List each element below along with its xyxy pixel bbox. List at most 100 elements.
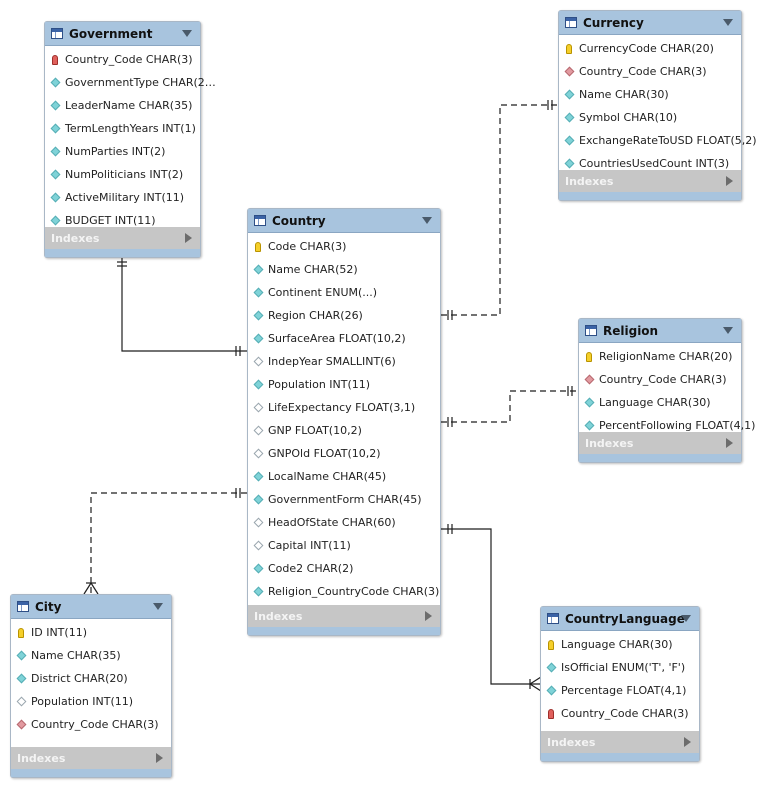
- column-row[interactable]: Region CHAR(26): [248, 304, 440, 327]
- column-row[interactable]: GNP FLOAT(10,2): [248, 419, 440, 442]
- expand-arrow-icon[interactable]: [185, 233, 192, 243]
- column-label: Country_Code CHAR(3): [561, 707, 689, 720]
- column-row[interactable]: ActiveMilitary INT(11): [45, 186, 200, 209]
- expand-arrow-icon[interactable]: [425, 611, 432, 621]
- column-row[interactable]: Code2 CHAR(2): [248, 557, 440, 580]
- column-row[interactable]: Name CHAR(52): [248, 258, 440, 281]
- column-label: Language CHAR(30): [561, 638, 673, 651]
- column-row[interactable]: Symbol CHAR(10): [559, 106, 741, 129]
- column-label: Percentage FLOAT(4,1): [561, 684, 687, 697]
- column-row[interactable]: Religion_CountryCode CHAR(3): [248, 580, 440, 603]
- column-icon: [253, 264, 264, 275]
- column-row[interactable]: BUDGET INT(11): [45, 209, 200, 232]
- column-label: SurfaceArea FLOAT(10,2): [268, 332, 406, 345]
- column-label: Country_Code CHAR(3): [599, 373, 727, 386]
- column-row[interactable]: Country_Code CHAR(3): [541, 702, 699, 725]
- column-row[interactable]: Population INT(11): [11, 690, 171, 713]
- indexes-section[interactable]: Indexes: [541, 731, 699, 753]
- column-row[interactable]: ID INT(11): [11, 621, 171, 644]
- foreign-key-icon: [584, 374, 595, 385]
- table-header[interactable]: Religion: [579, 319, 741, 343]
- column-row[interactable]: Continent ENUM(...): [248, 281, 440, 304]
- indexes-section[interactable]: Indexes: [579, 432, 741, 454]
- column-label: Country_Code CHAR(3): [579, 65, 707, 78]
- indexes-label: Indexes: [51, 231, 100, 245]
- column-row[interactable]: Capital INT(11): [248, 534, 440, 557]
- column-row[interactable]: CurrencyCode CHAR(20): [559, 37, 741, 60]
- column-row[interactable]: PercentFollowing FLOAT(4,1): [579, 414, 755, 437]
- column-row[interactable]: Country_Code CHAR(3): [11, 713, 171, 736]
- column-list: Code CHAR(3)Name CHAR(52)Continent ENUM(…: [248, 233, 440, 603]
- column-row[interactable]: Code CHAR(3): [248, 235, 440, 258]
- column-row[interactable]: NumParties INT(2): [45, 140, 200, 163]
- column-row[interactable]: ExchangeRateToUSD FLOAT(5,2): [559, 129, 757, 152]
- column-row[interactable]: ReligionName CHAR(20): [579, 345, 741, 368]
- column-row[interactable]: NumPoliticians INT(2): [45, 163, 200, 186]
- foreign-key-icon: [564, 66, 575, 77]
- table-header[interactable]: Currency: [559, 11, 741, 35]
- column-row[interactable]: TermLengthYears INT(1): [45, 117, 200, 140]
- indexes-label: Indexes: [565, 174, 614, 188]
- column-row[interactable]: CountriesUsedCount INT(3): [559, 152, 741, 175]
- column-label: PercentFollowing FLOAT(4,1): [599, 419, 756, 432]
- column-row[interactable]: SurfaceArea FLOAT(10,2): [248, 327, 440, 350]
- column-icon: [16, 650, 27, 661]
- column-row[interactable]: Name CHAR(30): [559, 83, 741, 106]
- column-icon: [253, 586, 264, 597]
- expand-arrow-icon[interactable]: [726, 176, 733, 186]
- column-row[interactable]: Language CHAR(30): [579, 391, 741, 414]
- column-row[interactable]: HeadOfState CHAR(60): [248, 511, 440, 534]
- indexes-section[interactable]: Indexes: [11, 747, 171, 769]
- column-row[interactable]: Percentage FLOAT(4,1): [541, 679, 699, 702]
- column-label: ReligionName CHAR(20): [599, 350, 733, 363]
- table-header[interactable]: City: [11, 595, 171, 619]
- table-name: Country: [272, 213, 326, 228]
- column-row[interactable]: IsOfficial ENUM('T', 'F'): [541, 656, 699, 679]
- table-header[interactable]: CountryLanguage: [541, 607, 699, 631]
- column-row[interactable]: Language CHAR(30): [541, 633, 699, 656]
- column-list: Country_Code CHAR(3) GovernmentType CHAR(…: [45, 46, 216, 232]
- column-row[interactable]: LeaderName CHAR(35): [45, 94, 200, 117]
- table-menu-chevron-icon[interactable]: [723, 19, 733, 26]
- column-row[interactable]: GovernmentForm CHAR(45): [248, 488, 440, 511]
- nullable-column-icon: [253, 540, 264, 551]
- column-row[interactable]: LifeExpectancy FLOAT(3,1): [248, 396, 440, 419]
- table-menu-chevron-icon[interactable]: [422, 217, 432, 224]
- table-footer: [579, 454, 741, 462]
- indexes-section[interactable]: Indexes: [45, 227, 200, 249]
- table-menu-chevron-icon[interactable]: [681, 615, 691, 622]
- column-row[interactable]: LocalName CHAR(45): [248, 465, 440, 488]
- column-row[interactable]: Name CHAR(35): [11, 644, 171, 667]
- column-row[interactable]: IndepYear SMALLINT(6): [248, 350, 440, 373]
- column-row[interactable]: Country_Code CHAR(3): [579, 368, 741, 391]
- table-icon: [17, 601, 29, 612]
- table-header[interactable]: Country: [248, 209, 440, 233]
- table-menu-chevron-icon[interactable]: [182, 30, 192, 37]
- table-menu-chevron-icon[interactable]: [153, 603, 163, 610]
- column-icon: [253, 563, 264, 574]
- indexes-section[interactable]: Indexes: [248, 605, 440, 627]
- table-header[interactable]: Government: [45, 22, 200, 46]
- expand-arrow-icon[interactable]: [684, 737, 691, 747]
- table-city[interactable]: City ID INT(11) Name CHAR(35)District CHAR…: [10, 594, 172, 778]
- indexes-section[interactable]: Indexes: [559, 170, 741, 192]
- column-row[interactable]: GovernmentType CHAR(2…: [45, 71, 216, 94]
- column-label: Symbol CHAR(10): [579, 111, 678, 124]
- column-row[interactable]: Country_Code CHAR(3): [45, 48, 200, 71]
- column-row[interactable]: Country_Code CHAR(3): [559, 60, 741, 83]
- expand-arrow-icon[interactable]: [156, 753, 163, 763]
- nullable-column-icon: [16, 696, 27, 707]
- column-label: ID INT(11): [31, 626, 87, 639]
- column-row[interactable]: District CHAR(20): [11, 667, 171, 690]
- column-label: GovernmentType CHAR(2…: [65, 76, 216, 89]
- table-menu-chevron-icon[interactable]: [723, 327, 733, 334]
- expand-arrow-icon[interactable]: [726, 438, 733, 448]
- column-label: LifeExpectancy FLOAT(3,1): [268, 401, 416, 414]
- column-row[interactable]: GNPOld FLOAT(10,2): [248, 442, 440, 465]
- column-row[interactable]: Population INT(11): [248, 373, 440, 396]
